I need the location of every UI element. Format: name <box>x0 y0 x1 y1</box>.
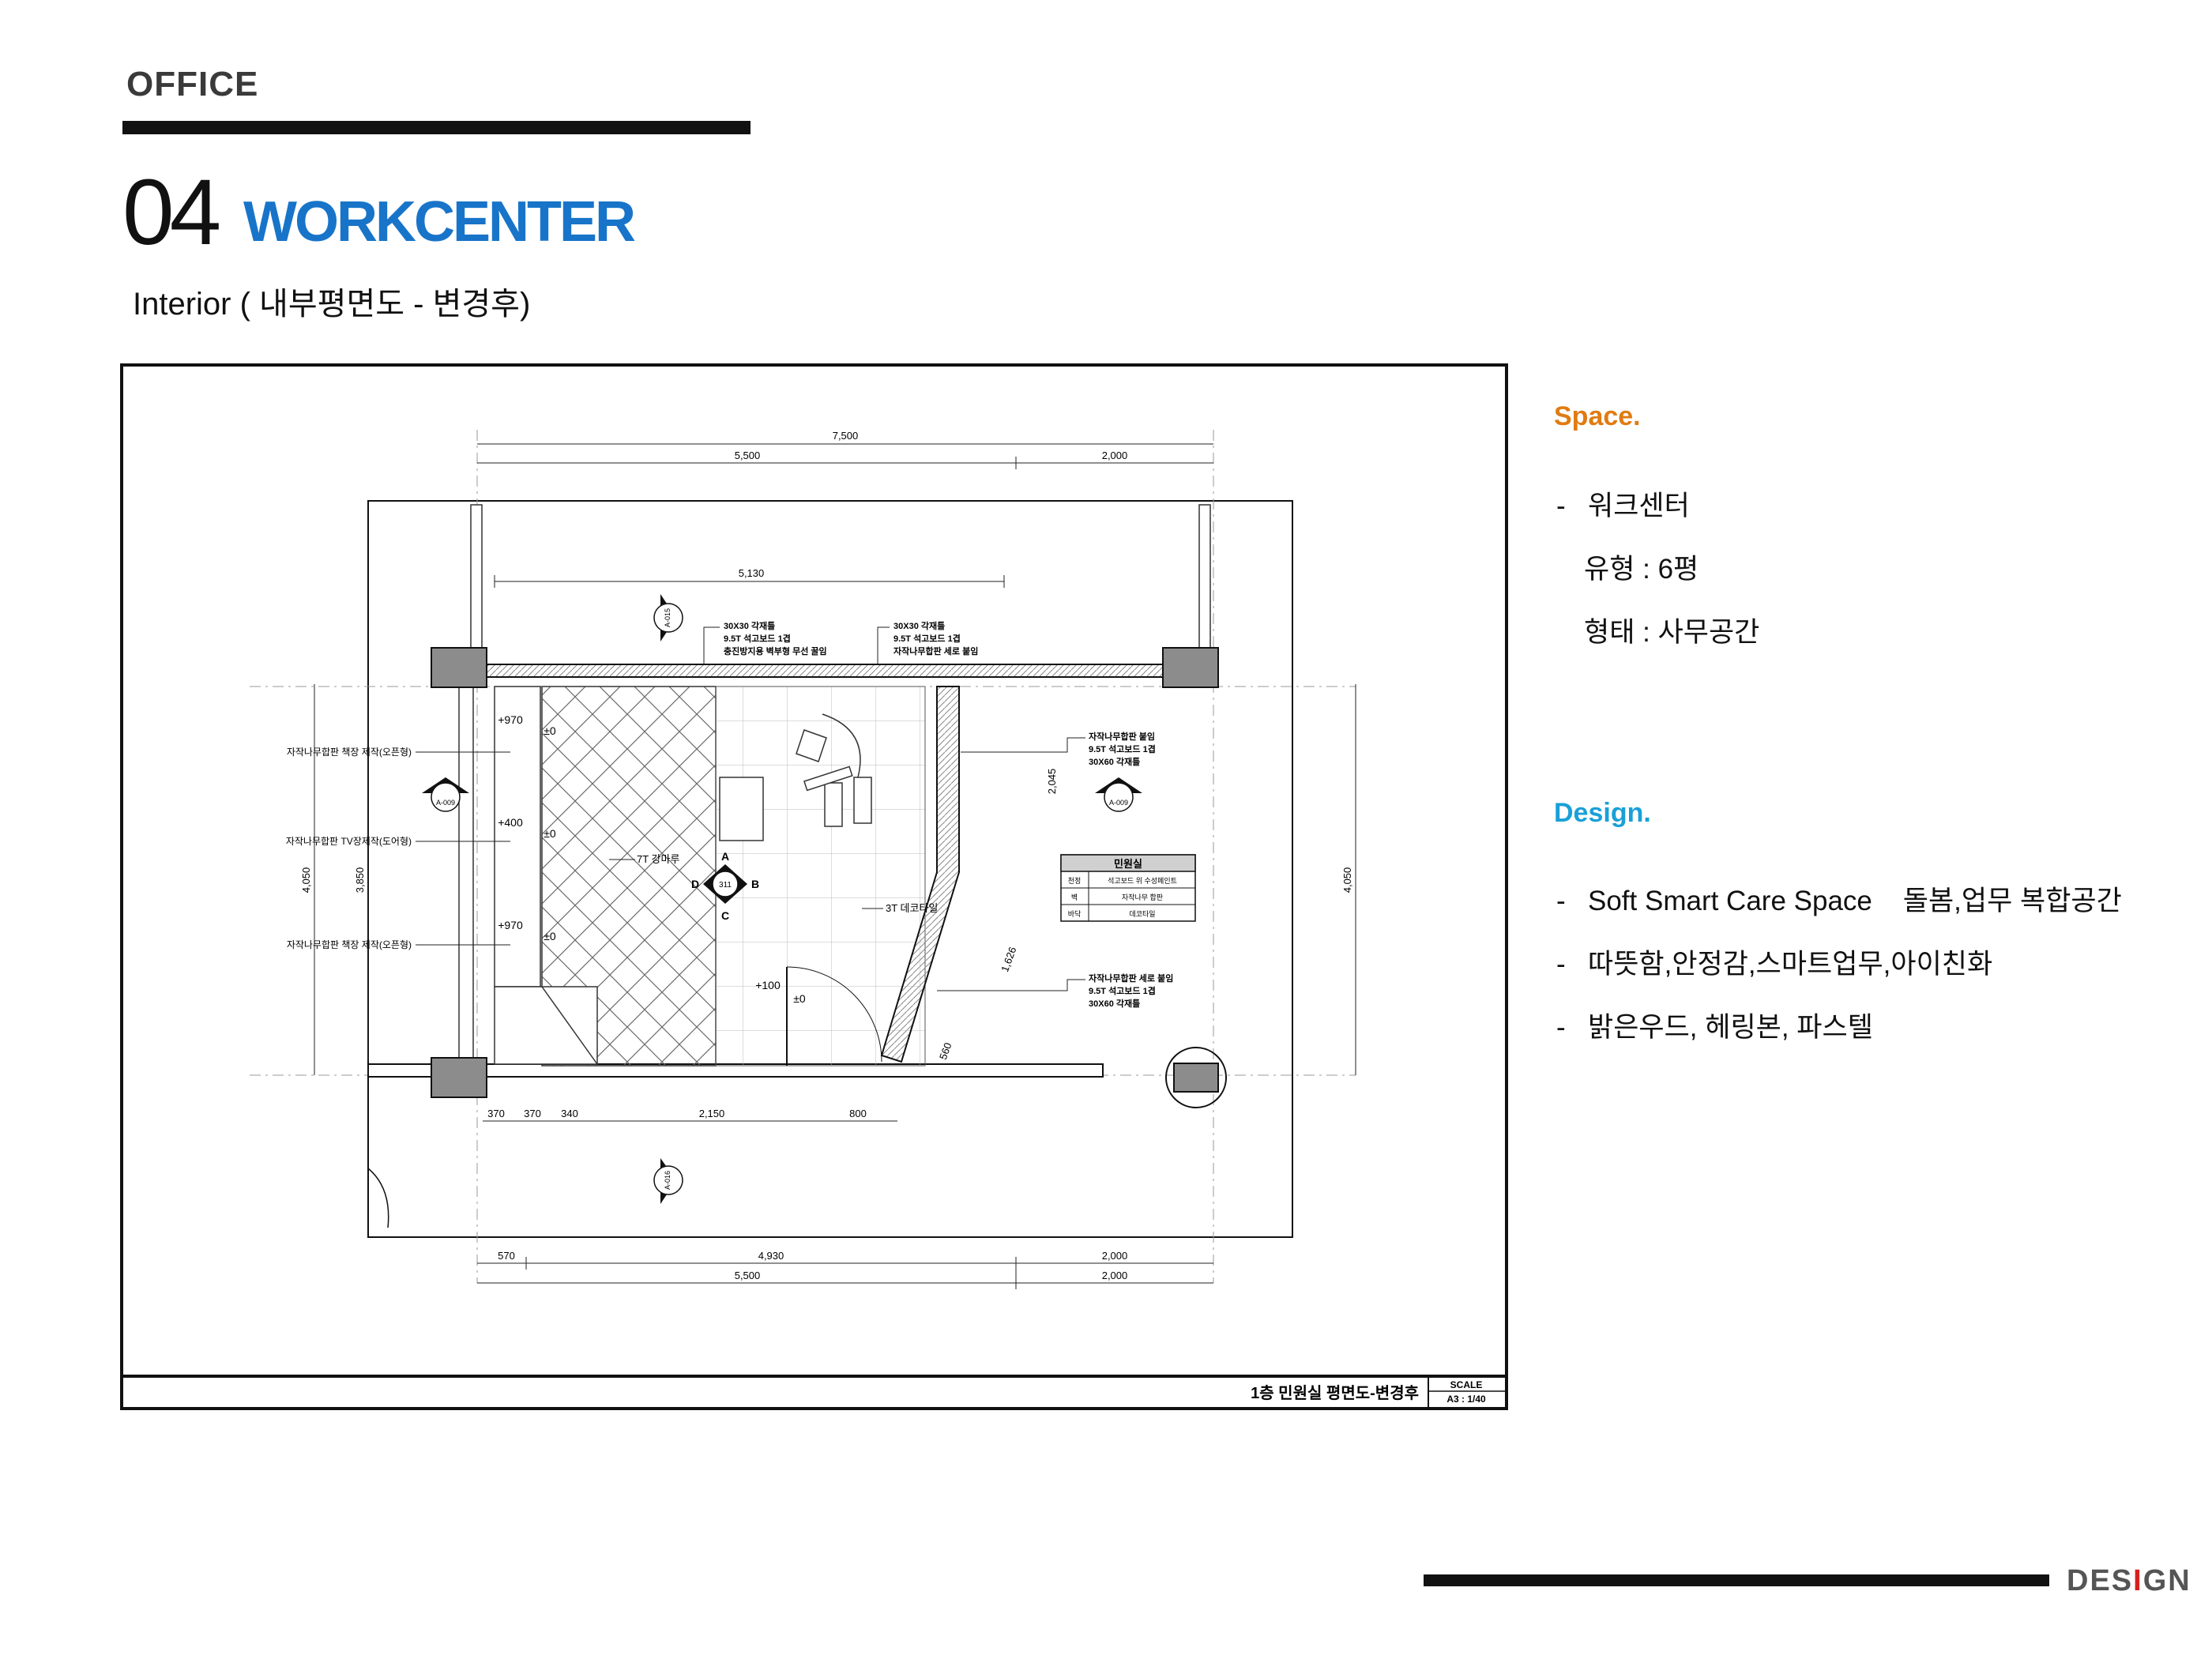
note-b-line: 자작나무합판 세로 붙임 <box>893 645 978 656</box>
dim-560: 560 <box>937 1041 954 1062</box>
svg-text:D: D <box>691 878 699 890</box>
desk-furniture <box>796 713 872 827</box>
note-a-line: 충진방지용 벽부형 무선 꿀임 <box>724 645 827 656</box>
level-mark: ±0 <box>544 827 556 840</box>
svg-text:C: C <box>721 909 729 922</box>
section-marker: A-009 <box>1095 777 1142 812</box>
level-mark: +970 <box>498 713 523 726</box>
svg-text:천정: 천정 <box>1068 877 1082 885</box>
top-dimensions <box>477 443 1213 588</box>
chapter-number: 04 <box>122 160 221 265</box>
svg-text:A-009: A-009 <box>1109 799 1128 807</box>
note-b-line: 9.5T 석고보드 1겹 <box>893 633 961 644</box>
svg-text:벽: 벽 <box>1071 893 1078 901</box>
svg-text:민원실: 민원실 <box>1114 858 1142 870</box>
scale-label: SCALE <box>1450 1379 1483 1390</box>
dim-2000-top: 2,000 <box>1102 450 1128 461</box>
angled-wall <box>880 686 960 1063</box>
column <box>1162 647 1219 688</box>
dim-2000-bottom: 2,000 <box>1102 1250 1128 1262</box>
note-c-line: 자작나무합판 붙임 <box>1089 731 1155 742</box>
note-c-line: 30X60 각재틀 <box>1089 756 1140 767</box>
note-d-line: 30X60 각재틀 <box>1089 998 1140 1009</box>
note-d-line: 9.5T 석고보드 1겹 <box>1089 985 1156 996</box>
note-b-line: 30X30 각재틀 <box>893 620 945 631</box>
section-marker: A-009 <box>422 777 469 812</box>
note-c-line: 9.5T 석고보드 1겹 <box>1089 743 1156 754</box>
svg-text:B: B <box>751 878 759 890</box>
space-heading: Space. <box>1554 401 1641 431</box>
space-item: 유형 : 6평 <box>1584 554 1699 585</box>
floor-label-tile: 3T 데코타일 <box>886 902 938 914</box>
drawing-title: 1층 민원실 평면도-변경후 <box>1251 1384 1419 1402</box>
scale-value: A3 : 1/40 <box>1446 1394 1486 1405</box>
dim-2150: 2,150 <box>699 1108 725 1119</box>
column <box>1173 1063 1219 1093</box>
level-mark: +400 <box>498 816 523 829</box>
design-item: -Soft Smart Care Space 돌봄,업무 복합공간 <box>1556 886 2122 916</box>
dim-3850: 3,850 <box>354 867 366 893</box>
callout-tv-cabinet: 자작나무합판 TV장제작(도어형) <box>286 836 412 847</box>
dim-4050-right: 4,050 <box>1341 867 1353 893</box>
callout-shelf: 자작나무합판 책장 제작(오픈형) <box>287 746 412 758</box>
svg-text:A-016: A-016 <box>664 1171 672 1190</box>
column <box>431 647 487 688</box>
callout-shelf: 자작나무합판 책장 제작(오픈형) <box>287 939 412 950</box>
chapter-title: WORKCENTER <box>243 190 636 254</box>
footer-brand: DESIGN <box>2067 1564 2191 1597</box>
dim-5500-bottom: 5,500 <box>735 1270 761 1281</box>
room-finish-table: 민원실 천정 석고보드 위 수성페인트 벽 자작나무 합판 바닥 데코타일 <box>1060 854 1196 922</box>
floor-label-wood: 7T 강마루 <box>637 853 679 865</box>
svg-text:석고보드 위 수성페인트: 석고보드 위 수성페인트 <box>1108 877 1177 885</box>
dim-370: 370 <box>524 1108 541 1119</box>
svg-text:데코타일: 데코타일 <box>1129 910 1155 918</box>
column <box>431 1057 487 1098</box>
svg-text:A-009: A-009 <box>436 799 455 807</box>
svg-text:자작나무 합판: 자작나무 합판 <box>1122 893 1163 901</box>
svg-text:311: 311 <box>719 881 732 890</box>
left-wall <box>458 686 474 1074</box>
level-mark: ±0 <box>544 724 556 737</box>
shelves <box>494 686 598 1065</box>
design-item: -따뜻함,안정감,스마트업무,아이친화 <box>1556 949 1993 980</box>
section-label: OFFICE <box>126 65 259 103</box>
svg-text:바닥: 바닥 <box>1068 910 1082 918</box>
dim-2045: 2,045 <box>1046 769 1058 795</box>
dim-370: 370 <box>487 1108 505 1119</box>
space-item: 형태 : 사무공간 <box>1584 617 1760 648</box>
dim-340: 340 <box>561 1108 578 1119</box>
dim-5500-top: 5,500 <box>735 450 761 461</box>
space-item: -워크센터 <box>1556 491 1690 521</box>
svg-text:A: A <box>721 850 729 863</box>
level-mark: +970 <box>498 919 523 931</box>
top-wall <box>476 664 1214 678</box>
elevation-marker: 311 A B C D <box>691 850 759 922</box>
floor-plan-drawing: 1층 민원실 평면도-변경후 SCALE A3 : 1/40 7,500 5,5… <box>120 363 1508 1410</box>
header-rule <box>122 121 750 134</box>
level-mark: ±0 <box>544 930 556 942</box>
footer-rule <box>1424 1574 2049 1586</box>
dim-800: 800 <box>849 1108 867 1119</box>
note-a-line: 9.5T 석고보드 1겹 <box>724 633 791 644</box>
svg-text:A-015: A-015 <box>664 608 672 627</box>
section-marker: A-015 <box>653 594 683 641</box>
dim-4050-left: 4,050 <box>300 867 312 893</box>
level-mark: +100 <box>755 979 781 991</box>
design-item: -밝은우드, 헤링본, 파스텔 <box>1556 1012 1873 1043</box>
dim-4930: 4,930 <box>758 1250 784 1262</box>
dim-1626: 1,626 <box>999 946 1018 974</box>
cabinet <box>719 777 764 841</box>
page-subtitle: Interior ( 내부평면도 - 변경후) <box>133 287 531 322</box>
note-d-line: 자작나무합판 세로 붙임 <box>1089 972 1173 984</box>
floor-plan-svg: 1층 민원실 평면도-변경후 SCALE A3 : 1/40 7,500 5,5… <box>123 430 1505 1407</box>
dim-570: 570 <box>498 1250 515 1262</box>
dim-2000-bottom: 2,000 <box>1102 1270 1128 1281</box>
dim-5130: 5,130 <box>739 567 765 579</box>
level-mark: ±0 <box>793 992 806 1005</box>
section-marker: A-016 <box>653 1158 683 1204</box>
dim-7500: 7,500 <box>833 430 859 442</box>
note-a-line: 30X30 각재틀 <box>724 620 775 631</box>
design-heading: Design. <box>1554 798 1651 828</box>
